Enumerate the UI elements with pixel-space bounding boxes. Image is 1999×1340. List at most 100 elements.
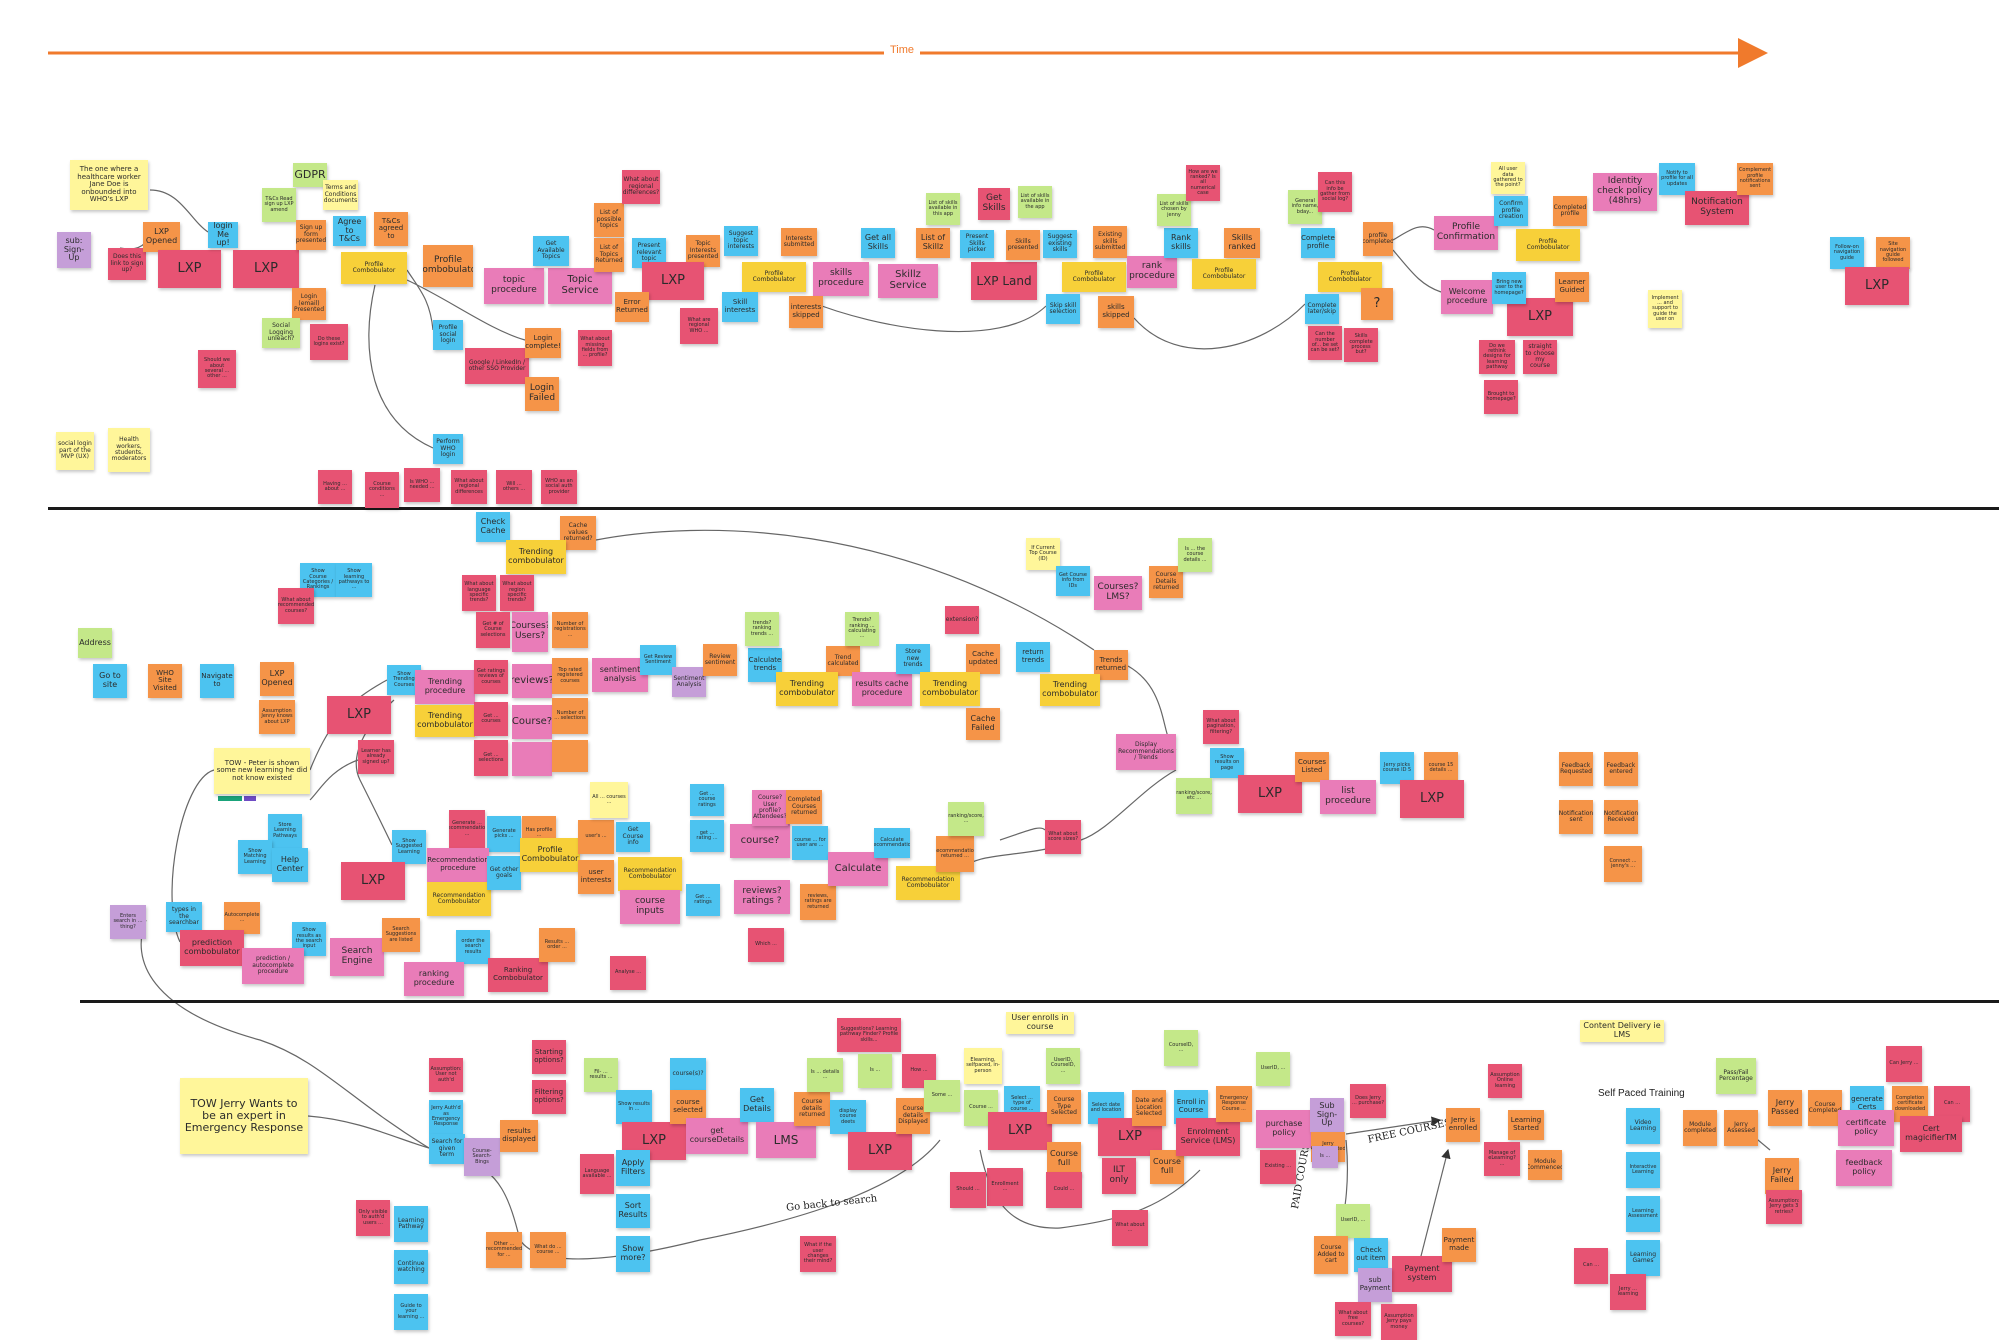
- sticky-note[interactable]: Go to site: [93, 664, 127, 698]
- sticky-note[interactable]: TOW - Peter is shown some new learning h…: [214, 748, 310, 794]
- sticky-note[interactable]: Rank skills: [1164, 228, 1198, 258]
- sticky-note[interactable]: Get all Skills: [861, 228, 895, 258]
- sticky-note[interactable]: Terms and Conditions documents: [323, 180, 358, 210]
- sticky-note[interactable]: What about free courses?: [1335, 1302, 1371, 1336]
- sticky-note[interactable]: Get Skills: [978, 188, 1010, 220]
- sticky-note[interactable]: Recommendation returned ...: [936, 836, 974, 872]
- sticky-note[interactable]: Filtering options?: [532, 1080, 566, 1114]
- sticky-note[interactable]: LXP: [642, 262, 704, 300]
- sticky-note[interactable]: Sub Sign-Up: [1310, 1098, 1344, 1132]
- sticky-note[interactable]: Pass/Fail Percentage: [1716, 1058, 1756, 1094]
- sticky-note[interactable]: Course Type Selected: [1047, 1090, 1081, 1124]
- sticky-note[interactable]: results displayed: [500, 1120, 538, 1152]
- sticky-note[interactable]: Get Course info from IDs: [1056, 566, 1090, 596]
- sticky-note[interactable]: Trending combobulator: [776, 672, 838, 706]
- sticky-note[interactable]: Present Skills picker: [960, 230, 994, 258]
- sticky-note[interactable]: Get ... courses: [474, 702, 508, 736]
- sticky-note[interactable]: Only visible to auth'd users ...: [356, 1200, 390, 1236]
- sticky-note[interactable]: Topic Service: [548, 268, 612, 304]
- sticky-note[interactable]: user interests: [578, 860, 614, 894]
- sticky-note[interactable]: The one where a healthcare worker Jane D…: [70, 160, 148, 210]
- sticky-note[interactable]: Manage of eLearning? ...: [1484, 1142, 1520, 1176]
- sticky-note[interactable]: ?: [1361, 288, 1393, 320]
- sticky-note[interactable]: get courseDetails: [686, 1118, 748, 1154]
- sticky-note[interactable]: Interactive Learning: [1626, 1152, 1660, 1188]
- sticky-note[interactable]: Learning Pathway: [394, 1206, 428, 1242]
- sticky-note[interactable]: List of skills available in this app: [926, 193, 960, 225]
- sticky-note[interactable]: Notification Received: [1604, 800, 1638, 834]
- sticky-note[interactable]: Number of ... selections: [552, 698, 588, 734]
- sticky-note[interactable]: Existing skills submitted: [1093, 226, 1127, 258]
- sticky-note[interactable]: certificate policy: [1838, 1110, 1894, 1146]
- sticky-note[interactable]: Complement profile notifications sent: [1737, 163, 1773, 195]
- sticky-note[interactable]: Course conditions ...: [365, 472, 399, 508]
- sticky-note[interactable]: course ... for user are ...: [792, 826, 828, 860]
- sticky-note[interactable]: Having ... about ...: [318, 470, 352, 504]
- sticky-note[interactable]: Course details Displayed: [896, 1098, 930, 1134]
- sticky-note[interactable]: Show learning pathways to ...: [336, 563, 372, 597]
- sticky-note[interactable]: Feedback Requested: [1559, 752, 1593, 786]
- sticky-note[interactable]: Skills ranked: [1224, 228, 1260, 258]
- sticky-note[interactable]: Learning Assessment: [1626, 1196, 1660, 1232]
- sticky-note[interactable]: Continue watching: [394, 1250, 428, 1284]
- sticky-note[interactable]: General info name, bday...: [1288, 190, 1322, 224]
- sticky-note[interactable]: UserID, ...: [1256, 1052, 1290, 1086]
- sticky-note[interactable]: Content Delivery ie LMS: [1580, 1020, 1664, 1042]
- sticky-note[interactable]: ranking procedure: [404, 962, 464, 996]
- sticky-note[interactable]: List of possible topics: [594, 203, 624, 237]
- sticky-note[interactable]: Sentiment Analysis: [672, 667, 706, 697]
- sticky-note[interactable]: Is ... the course details ...: [1178, 538, 1212, 572]
- sticky-note[interactable]: Cache updated: [966, 644, 1000, 674]
- sticky-note[interactable]: sub: Sign-Up: [57, 232, 91, 268]
- sticky-note[interactable]: prediction / autocomplete procedure: [242, 948, 304, 984]
- sticky-note[interactable]: Trends? ranking ... calculating ...: [845, 612, 879, 646]
- sticky-note[interactable]: List of Topics Returned: [594, 238, 624, 272]
- sticky-note[interactable]: Guide to your learning ...: [394, 1294, 428, 1330]
- sticky-note[interactable]: List of Skillz: [916, 228, 950, 258]
- sticky-note[interactable]: straight to choose my course: [1523, 340, 1557, 374]
- sticky-note[interactable]: What about regional differences: [451, 470, 487, 504]
- sticky-note[interactable]: Bring new user to the homepage?: [1492, 272, 1526, 304]
- sticky-note[interactable]: Learner Guided: [1555, 272, 1589, 302]
- sticky-note[interactable]: Search Engine: [330, 938, 384, 976]
- sticky-note[interactable]: Date and Location Selected: [1132, 1090, 1166, 1126]
- sticky-note[interactable]: Jerry Auth'd as Emergency Response: [429, 1100, 463, 1134]
- sticky-note[interactable]: reviews?: [512, 664, 552, 698]
- sticky-note[interactable]: What about language specific trends?: [462, 575, 496, 611]
- sticky-note[interactable]: Store Learning Pathways: [268, 814, 302, 848]
- sticky-note[interactable]: UserID, CourseID, ...: [1046, 1048, 1080, 1084]
- sticky-note[interactable]: Module completed: [1683, 1110, 1717, 1146]
- sticky-note[interactable]: Search Suggestions are listed: [382, 918, 420, 952]
- sticky-note[interactable]: Jerry Passed: [1768, 1090, 1802, 1126]
- sticky-note[interactable]: Calculate Recommendation: [874, 828, 910, 858]
- sticky-note[interactable]: Brought to homepage?: [1484, 380, 1518, 414]
- sticky-note[interactable]: Feedback entered: [1604, 752, 1638, 786]
- sticky-note[interactable]: return trends: [1016, 642, 1050, 672]
- sticky-note[interactable]: Recommendation Combobulator: [618, 857, 682, 891]
- sticky-note[interactable]: Skillz Service: [878, 264, 938, 298]
- sticky-note[interactable]: WHO Site Visited: [148, 664, 182, 698]
- sticky-note[interactable]: Welcome procedure: [1441, 280, 1493, 314]
- sticky-note[interactable]: Course full: [1047, 1142, 1081, 1176]
- sticky-note[interactable]: Is ...: [1312, 1146, 1338, 1168]
- sticky-note[interactable]: Do these logins exist?: [310, 324, 348, 360]
- sticky-note[interactable]: Complete later/skip: [1305, 294, 1339, 324]
- sticky-note[interactable]: LXP: [1400, 780, 1464, 818]
- sticky-note[interactable]: Can ...: [1574, 1248, 1608, 1284]
- sticky-note[interactable]: Implement ... and support to guide the u…: [1648, 290, 1682, 328]
- sticky-note[interactable]: Profile Combobulator: [341, 252, 407, 284]
- sticky-note[interactable]: T&Cs Read sign up LXP amend: [262, 188, 296, 222]
- sticky-note[interactable]: Get ratings reviews of courses: [474, 660, 508, 694]
- sticky-note[interactable]: LXP: [988, 1112, 1052, 1150]
- sticky-note[interactable]: Get # of Course selections: [476, 612, 510, 648]
- sticky-note[interactable]: Suggestions? Learning pathway Finder? Pr…: [837, 1018, 901, 1052]
- sticky-note[interactable]: Get other goals: [487, 856, 521, 890]
- sticky-note[interactable]: Social Logging unleach?: [262, 318, 300, 348]
- sticky-note[interactable]: Will ... others ...: [496, 470, 532, 504]
- sticky-note[interactable]: Navigate to: [200, 664, 234, 698]
- sticky-note[interactable]: Address: [78, 628, 112, 658]
- sticky-note[interactable]: LXP: [158, 250, 221, 288]
- sticky-note[interactable]: Trend calculated: [826, 646, 860, 676]
- sticky-note[interactable]: UserID, ...: [1336, 1204, 1370, 1238]
- sticky-note[interactable]: course inputs: [620, 890, 680, 924]
